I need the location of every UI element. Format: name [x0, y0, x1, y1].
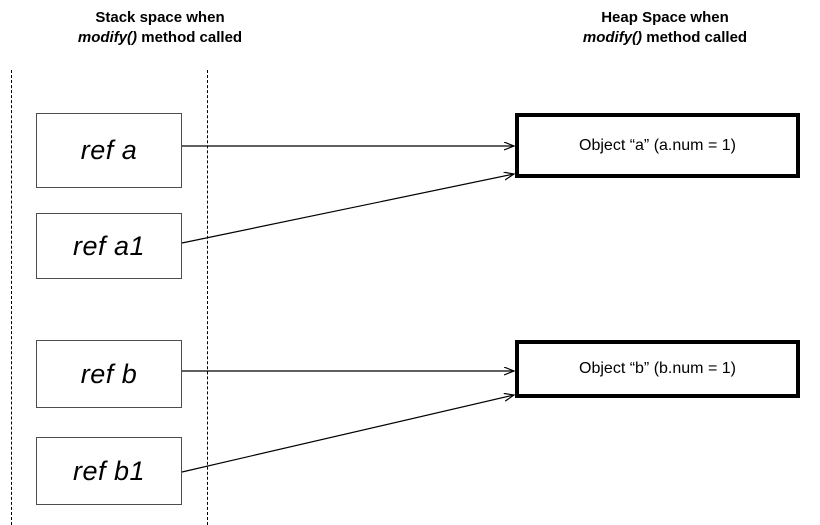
stack-title-method-name: modify()	[77, 29, 138, 46]
stack-box-ref-b: ref b	[36, 340, 182, 408]
stack-title-line2-rest: method called	[137, 29, 243, 46]
heap-title-line1: Heap Space when	[601, 9, 729, 26]
heap-box-object-a: Object “a” (a.num = 1)	[515, 113, 800, 178]
stack-box-ref-b1: ref b1	[36, 437, 182, 505]
stack-box-label: ref a1	[72, 230, 146, 261]
stack-box-ref-a1: ref a1	[36, 213, 182, 279]
heap-title-method-name: modify()	[582, 29, 643, 46]
heap-box-label: Object “a” (a.num = 1)	[579, 136, 736, 154]
heap-title-line2-rest: method called	[642, 29, 748, 46]
stack-boundary-line-right	[207, 70, 208, 525]
stack-box-ref-a: ref a	[36, 113, 182, 188]
stack-box-label: ref b	[80, 358, 138, 389]
arrow-ref-b1-to-object-b	[181, 395, 514, 473]
heap-box-object-b: Object “b” (b.num = 1)	[515, 340, 800, 398]
stack-space-title: Stack space when modify() method called	[30, 8, 290, 48]
stack-boundary-line-left	[11, 70, 12, 525]
heap-space-title: Heap Space when modify() method called	[530, 8, 800, 48]
stack-box-label: ref a	[80, 135, 138, 165]
stack-title-line1: Stack space when	[95, 9, 225, 26]
stack-box-label: ref b1	[72, 455, 146, 486]
heap-box-label: Object “b” (b.num = 1)	[579, 360, 736, 377]
arrow-ref-a1-to-object-a	[181, 174, 514, 244]
